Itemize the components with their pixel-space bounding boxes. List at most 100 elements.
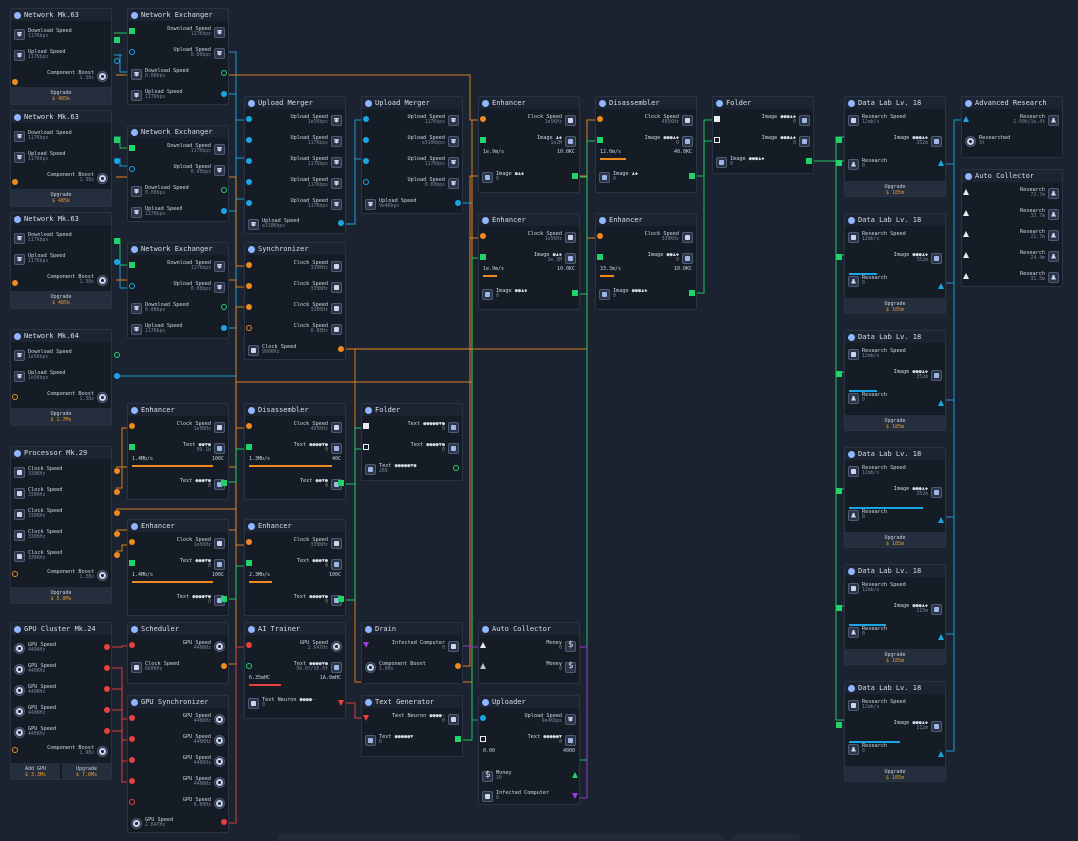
connection-port[interactable] bbox=[104, 686, 110, 692]
connection-port[interactable] bbox=[221, 70, 227, 76]
upgrade-button[interactable]: Upgrade$ 485k bbox=[11, 291, 111, 308]
connection-port[interactable] bbox=[12, 747, 18, 753]
connection-port[interactable] bbox=[114, 238, 120, 244]
upgrade-button[interactable]: Upgrade$ 185m bbox=[845, 298, 945, 313]
connection-port[interactable] bbox=[114, 58, 120, 64]
connection-port[interactable] bbox=[246, 116, 252, 122]
connection-port[interactable] bbox=[129, 262, 135, 268]
upgrade-button[interactable]: Upgrade$ 185m bbox=[845, 415, 945, 430]
connection-port[interactable] bbox=[363, 158, 369, 164]
upgrade-button[interactable]: Upgrade$ 485k bbox=[11, 189, 111, 206]
connection-port[interactable] bbox=[714, 116, 720, 122]
connection-port[interactable] bbox=[12, 79, 18, 85]
connection-port[interactable] bbox=[480, 137, 486, 143]
upgrade-button[interactable]: Upgrade$ 7.6Ms bbox=[62, 763, 111, 779]
connection-port[interactable] bbox=[114, 158, 120, 164]
connection-port[interactable] bbox=[938, 751, 944, 757]
node-title[interactable]: Enhancer bbox=[479, 214, 579, 226]
connection-port[interactable] bbox=[455, 736, 461, 742]
connection-port[interactable] bbox=[572, 793, 578, 799]
connection-port[interactable] bbox=[246, 539, 252, 545]
node-title[interactable]: Data Lab Lv. 18 bbox=[845, 448, 945, 460]
connection-port[interactable] bbox=[338, 346, 344, 352]
auto-collector-node[interactable]: Auto CollectorMoney0Money0 bbox=[478, 622, 580, 684]
node-title[interactable]: Drain bbox=[362, 623, 462, 635]
connection-port[interactable] bbox=[221, 91, 227, 97]
connection-port[interactable] bbox=[129, 283, 135, 289]
connection-port[interactable] bbox=[363, 179, 369, 185]
connection-port[interactable] bbox=[221, 187, 227, 193]
node-title[interactable]: Advanced Research bbox=[962, 97, 1062, 109]
connection-port[interactable] bbox=[455, 200, 461, 206]
connection-port[interactable] bbox=[246, 663, 252, 669]
connection-port[interactable] bbox=[12, 394, 18, 400]
connection-port[interactable] bbox=[714, 137, 720, 143]
connection-port[interactable] bbox=[129, 715, 135, 721]
upgrade-button[interactable]: Upgrade$ 1.7Ms bbox=[11, 408, 111, 425]
connection-port[interactable] bbox=[480, 715, 486, 721]
connection-port[interactable] bbox=[246, 158, 252, 164]
node-title[interactable]: Enhancer bbox=[596, 214, 696, 226]
node-title[interactable]: Data Lab Lv. 18 bbox=[845, 214, 945, 226]
connection-port[interactable] bbox=[221, 325, 227, 331]
upgrade-button[interactable]: Upgrade$ 185m bbox=[845, 532, 945, 547]
node-title[interactable]: Enhancer bbox=[128, 404, 228, 416]
connection-port[interactable] bbox=[114, 489, 120, 495]
connection-port[interactable] bbox=[836, 488, 842, 494]
connection-port[interactable] bbox=[114, 552, 120, 558]
node-title[interactable]: Network Exchanger bbox=[128, 9, 228, 21]
connection-port[interactable] bbox=[455, 663, 461, 669]
node-title[interactable]: Synchronizer bbox=[245, 243, 345, 255]
connection-port[interactable] bbox=[129, 642, 135, 648]
connection-port[interactable] bbox=[129, 799, 135, 805]
connection-port[interactable] bbox=[480, 116, 486, 122]
connection-port[interactable] bbox=[221, 596, 227, 602]
connection-port[interactable] bbox=[129, 49, 135, 55]
node-title[interactable]: GPU Synchronizer bbox=[128, 696, 228, 708]
connection-port[interactable] bbox=[221, 304, 227, 310]
connection-port[interactable] bbox=[338, 220, 344, 226]
upgrade-button[interactable]: Add GPU$ 3.3Ms bbox=[11, 763, 60, 779]
connection-port[interactable] bbox=[338, 480, 344, 486]
connection-port[interactable] bbox=[363, 715, 369, 721]
connection-port[interactable] bbox=[246, 262, 252, 268]
connection-port[interactable] bbox=[963, 252, 969, 258]
node-title[interactable]: Network Mk.63 bbox=[11, 9, 111, 21]
connection-port[interactable] bbox=[572, 173, 578, 179]
connection-port[interactable] bbox=[104, 707, 110, 713]
connection-port[interactable] bbox=[104, 665, 110, 671]
connection-port[interactable] bbox=[597, 254, 603, 260]
connection-port[interactable] bbox=[480, 254, 486, 260]
connection-port[interactable] bbox=[480, 233, 486, 239]
node-title[interactable]: AI Trainer bbox=[245, 623, 345, 635]
node-title[interactable]: Auto Collector bbox=[479, 623, 579, 635]
connection-port[interactable] bbox=[129, 539, 135, 545]
connection-port[interactable] bbox=[938, 283, 944, 289]
upgrade-button[interactable]: Upgrade$ 185m bbox=[845, 766, 945, 781]
connection-port[interactable] bbox=[221, 663, 227, 669]
node-title[interactable]: Disassembler bbox=[245, 404, 345, 416]
connection-port[interactable] bbox=[363, 642, 369, 648]
upgrade-button[interactable]: Upgrade$ 5.0Ms bbox=[11, 587, 111, 603]
connection-port[interactable] bbox=[129, 778, 135, 784]
connection-port[interactable] bbox=[246, 304, 252, 310]
node-title[interactable]: Auto Collector bbox=[962, 170, 1062, 182]
connection-port[interactable] bbox=[246, 423, 252, 429]
upgrade-button[interactable]: Upgrade$ 485k bbox=[11, 87, 111, 104]
node-title[interactable]: Data Lab Lv. 18 bbox=[845, 331, 945, 343]
connection-port[interactable] bbox=[363, 116, 369, 122]
